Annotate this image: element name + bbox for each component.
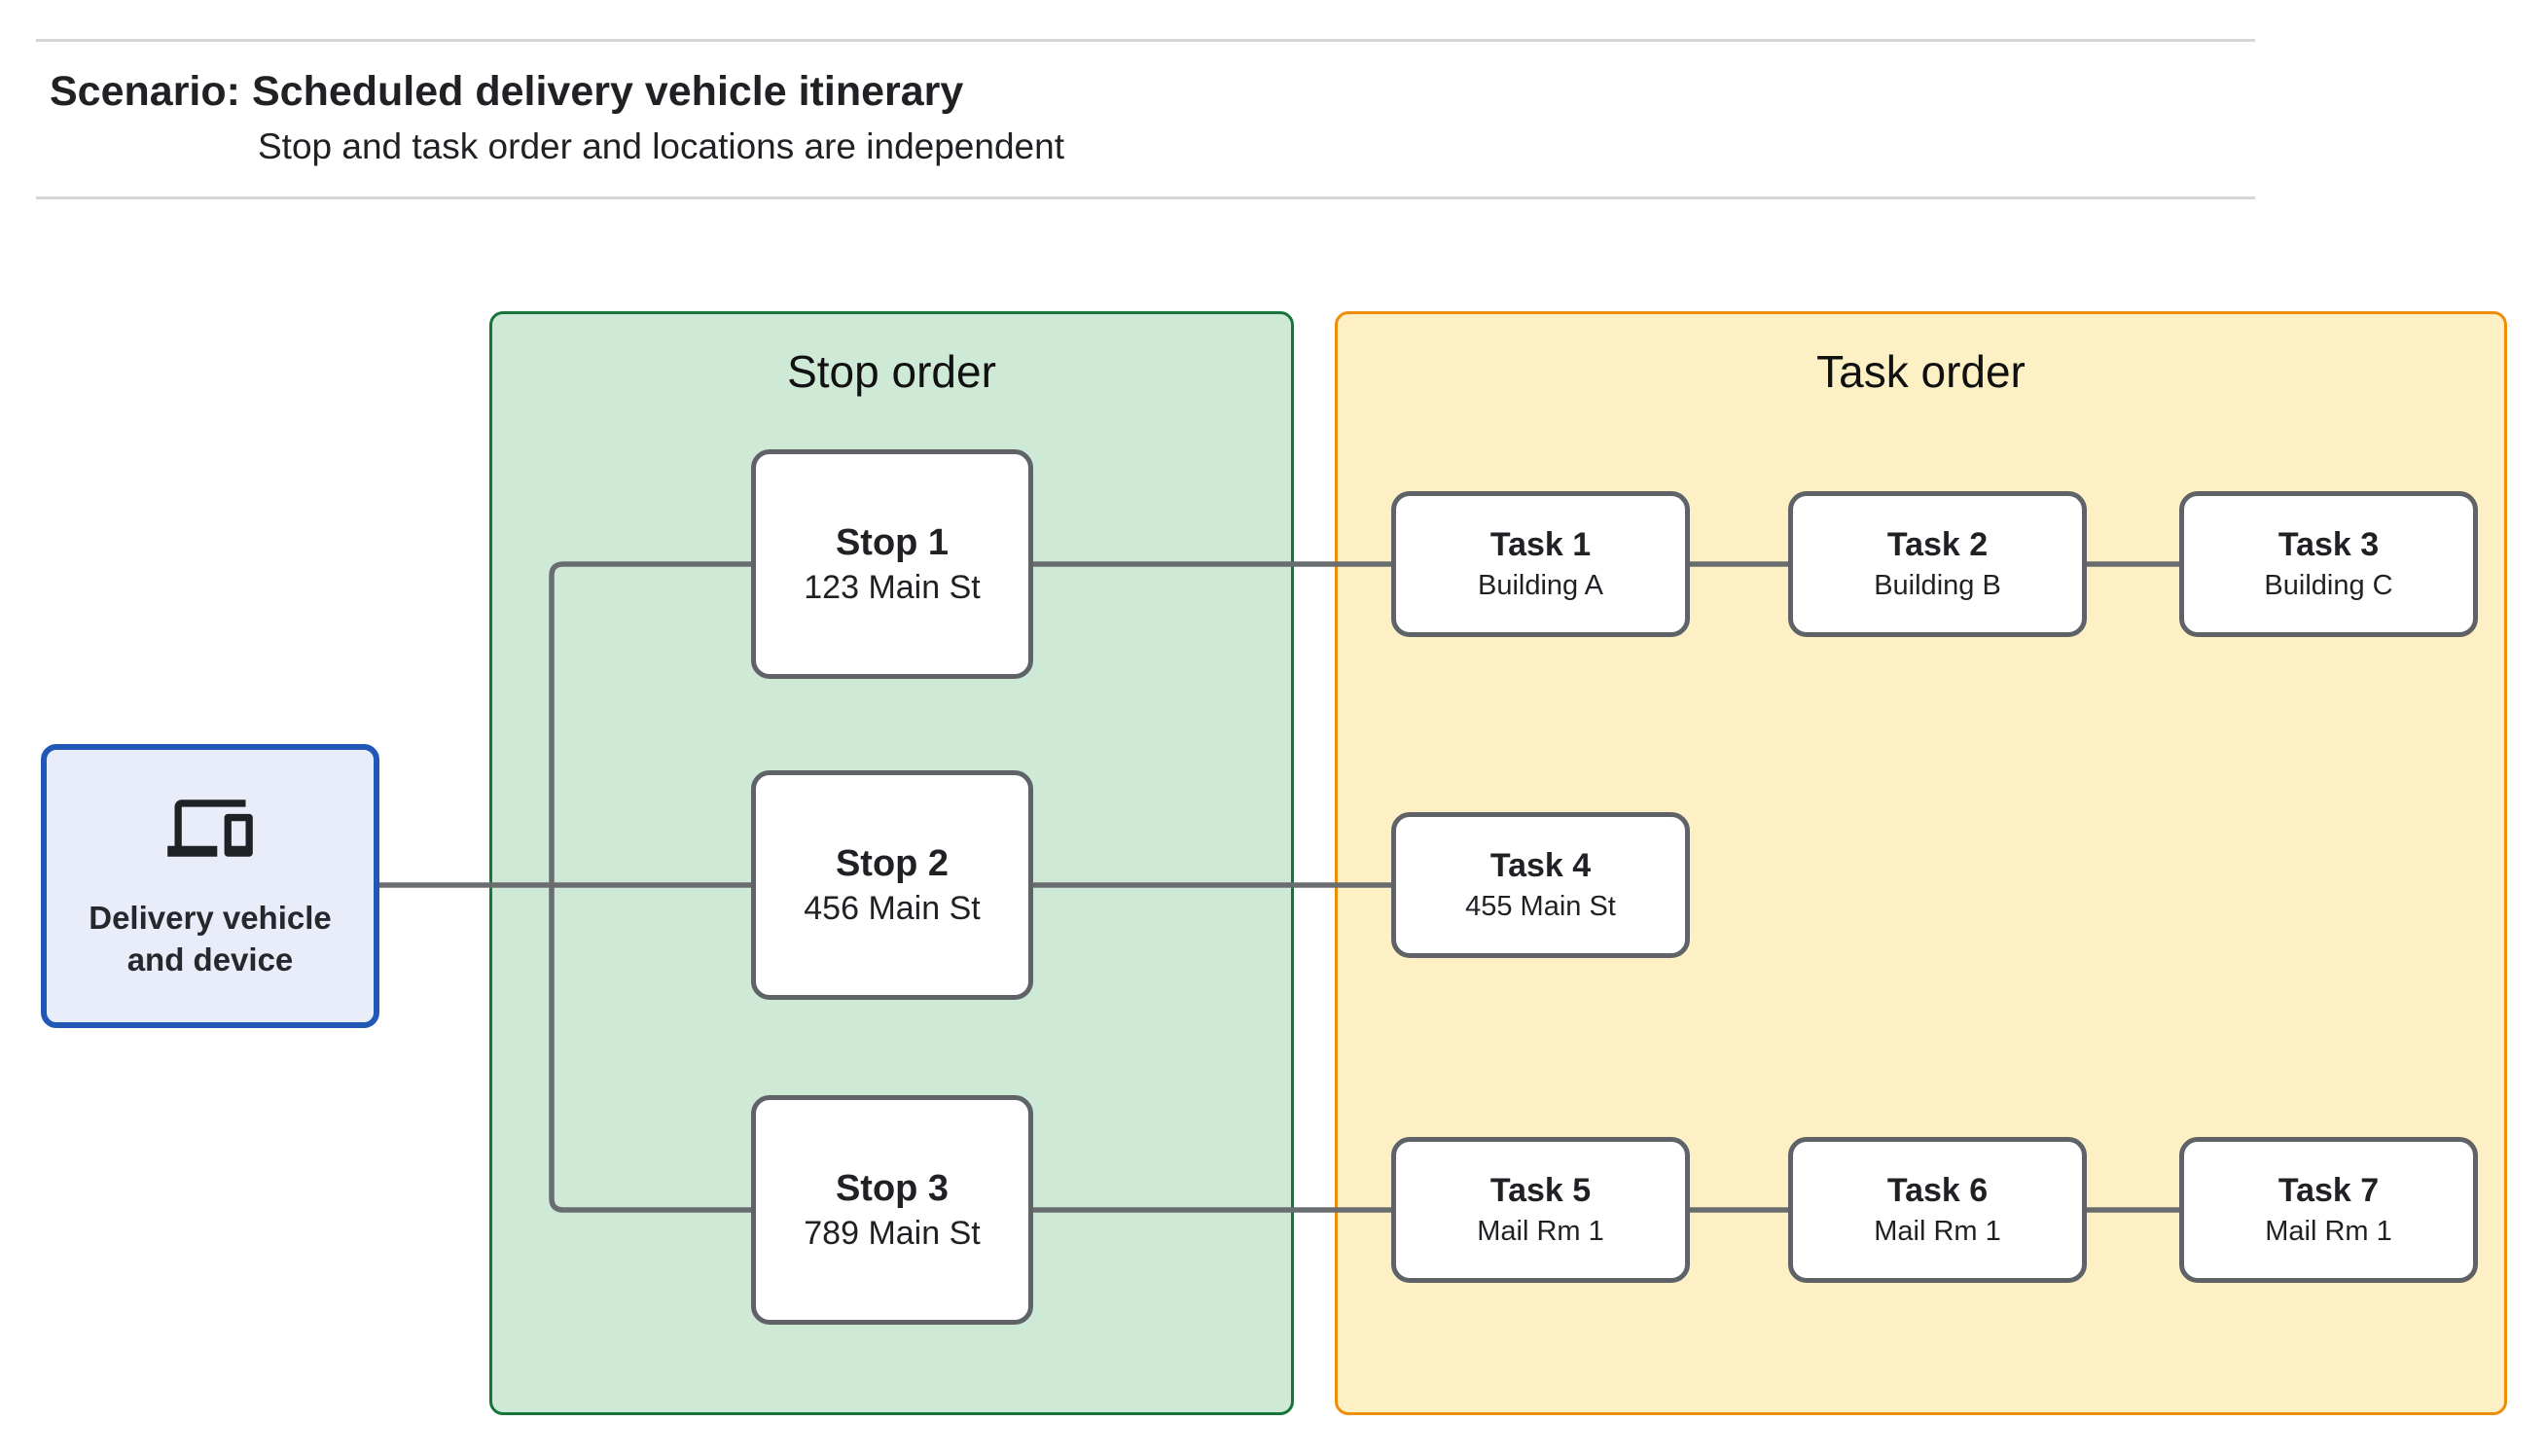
task-1-node: Task 1 Building A xyxy=(1391,491,1690,637)
stop-2-node: Stop 2 456 Main St xyxy=(751,770,1033,1000)
task-5-node: Task 5 Mail Rm 1 xyxy=(1391,1137,1690,1283)
stop-order-panel-title: Stop order xyxy=(787,346,996,397)
scenario-label: Scenario: xyxy=(50,68,240,115)
vehicle-label-line2: and device xyxy=(126,941,294,977)
stop-3-node: Stop 3 789 Main St xyxy=(751,1095,1033,1325)
task-4-title: Task 4 xyxy=(1489,847,1592,884)
vehicle-label-line1: Delivery vehicle xyxy=(89,899,332,936)
stop-3-address: 789 Main St xyxy=(804,1215,981,1252)
stop-2-title: Stop 2 xyxy=(835,843,950,884)
stop-3-title: Stop 3 xyxy=(835,1168,950,1209)
task-3-title: Task 3 xyxy=(2277,526,2380,563)
task-7-node: Task 7 Mail Rm 1 xyxy=(2179,1137,2478,1283)
header-divider xyxy=(36,196,2255,199)
stop-1-address: 123 Main St xyxy=(804,569,981,606)
page-title: Scenario:Scheduled delivery vehicle itin… xyxy=(50,68,963,116)
connector-stop-branch xyxy=(549,561,751,1213)
task-5-title: Task 5 xyxy=(1489,1172,1592,1209)
devices-icon xyxy=(167,793,253,864)
task-1-location: Building A xyxy=(1478,570,1603,601)
stop-2-address: 456 Main St xyxy=(804,890,981,927)
page-subtitle: Stop and task order and locations are in… xyxy=(258,126,1064,166)
task-3-node: Task 3 Building C xyxy=(2179,491,2478,637)
task-2-title: Task 2 xyxy=(1886,526,1989,563)
task-7-title: Task 7 xyxy=(2277,1172,2380,1209)
scenario-title: Scheduled delivery vehicle itinerary xyxy=(251,68,964,115)
task-6-node: Task 6 Mail Rm 1 xyxy=(1788,1137,2087,1283)
stop-1-node: Stop 1 123 Main St xyxy=(751,449,1033,679)
task-5-location: Mail Rm 1 xyxy=(1477,1216,1604,1247)
task-1-title: Task 1 xyxy=(1489,526,1592,563)
task-7-location: Mail Rm 1 xyxy=(2265,1216,2392,1247)
stop-1-title: Stop 1 xyxy=(835,522,950,563)
task-2-node: Task 2 Building B xyxy=(1788,491,2087,637)
task-6-location: Mail Rm 1 xyxy=(1874,1216,2001,1247)
task-2-location: Building B xyxy=(1874,570,2001,601)
task-4-location: 455 Main St xyxy=(1465,891,1616,922)
task-6-title: Task 6 xyxy=(1886,1172,1989,1209)
task-3-location: Building C xyxy=(2264,570,2393,601)
task-4-node: Task 4 455 Main St xyxy=(1391,812,1690,958)
task-order-panel-title: Task order xyxy=(1816,346,2026,397)
delivery-vehicle-node: Delivery vehicle and device xyxy=(41,744,379,1028)
top-divider xyxy=(36,39,2255,42)
